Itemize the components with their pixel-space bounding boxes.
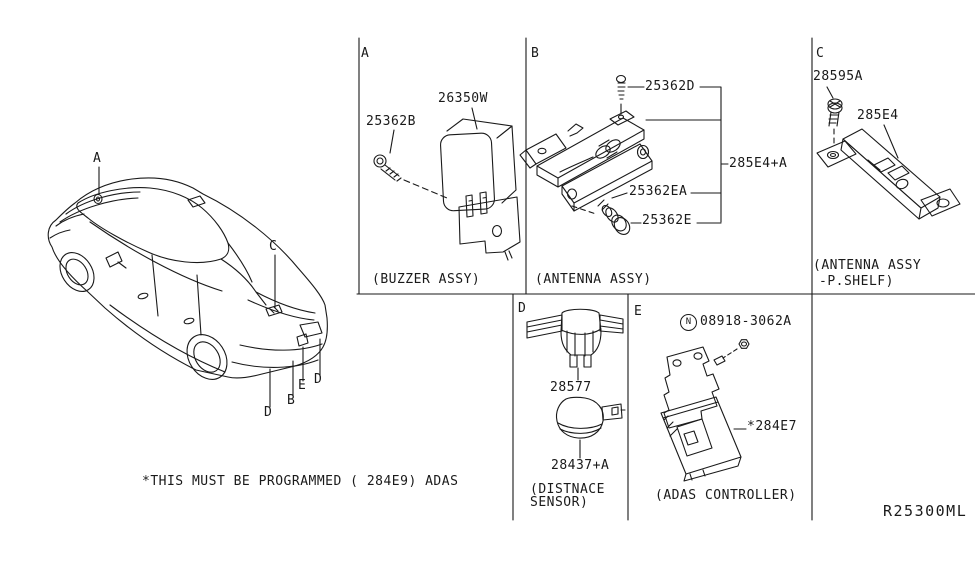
section-b-caption: (ANTENNA ASSY) — [535, 272, 652, 287]
section-c-letter: C — [816, 46, 825, 61]
car-callout-a: A — [93, 151, 102, 166]
part-label-28437a: 28437+A — [551, 458, 610, 473]
part-label-28577: 28577 — [550, 380, 592, 395]
section-c-caption-line2: -P.SHELF) — [819, 274, 894, 289]
section-a-caption: (BUZZER ASSY) — [372, 272, 481, 287]
part-label-25362ea: 25362EA — [629, 184, 688, 199]
part-label-25362b: 25362B — [366, 114, 416, 129]
part-label-25362e: 25362E — [642, 213, 692, 228]
section-d-caption-line2: SENSOR) — [530, 495, 589, 510]
antenna-pshelf-drawing — [816, 86, 961, 220]
panel-dividers — [356, 37, 975, 521]
diagram-reference-code: R25300ML — [883, 502, 968, 520]
part-label-285e4: 285E4 — [857, 108, 899, 123]
car-callout-b: B — [287, 393, 296, 408]
car-callout-e: E — [298, 378, 307, 393]
buzzer-assy-drawing — [373, 107, 521, 261]
section-d-letter: D — [518, 301, 527, 316]
antenna-assy-drawing — [519, 74, 729, 235]
car-sketch — [47, 166, 328, 408]
part-label-08918-3062a: 08918-3062A — [700, 314, 792, 329]
section-e-caption: (ADAS CONTROLLER) — [655, 488, 797, 503]
car-callout-d-rear: D — [264, 405, 273, 420]
part-label-26350w: 26350W — [438, 91, 488, 106]
section-b-letter: B — [531, 46, 540, 61]
part-label-28595a: 28595A — [813, 69, 863, 84]
car-callout-c: C — [269, 239, 278, 254]
adas-controller-drawing — [660, 339, 750, 482]
part-label-285e4pa: 285E4+A — [729, 156, 788, 171]
section-d-caption-line1: (DISTNACE — [530, 482, 605, 497]
programming-note: *THIS MUST BE PROGRAMMED ( 284E9) ADAS — [142, 474, 459, 489]
part-label-284e7: *284E7 — [747, 419, 797, 434]
section-e-letter: E — [634, 304, 643, 319]
distance-sensor-drawing — [526, 308, 626, 459]
nut-prefix-symbol: N — [680, 314, 697, 331]
part-label-25362d: 25362D — [645, 79, 695, 94]
section-c-caption-line1: (ANTENNA ASSY — [813, 258, 922, 273]
section-a-letter: A — [361, 46, 370, 61]
car-callout-d-side: D — [314, 372, 323, 387]
